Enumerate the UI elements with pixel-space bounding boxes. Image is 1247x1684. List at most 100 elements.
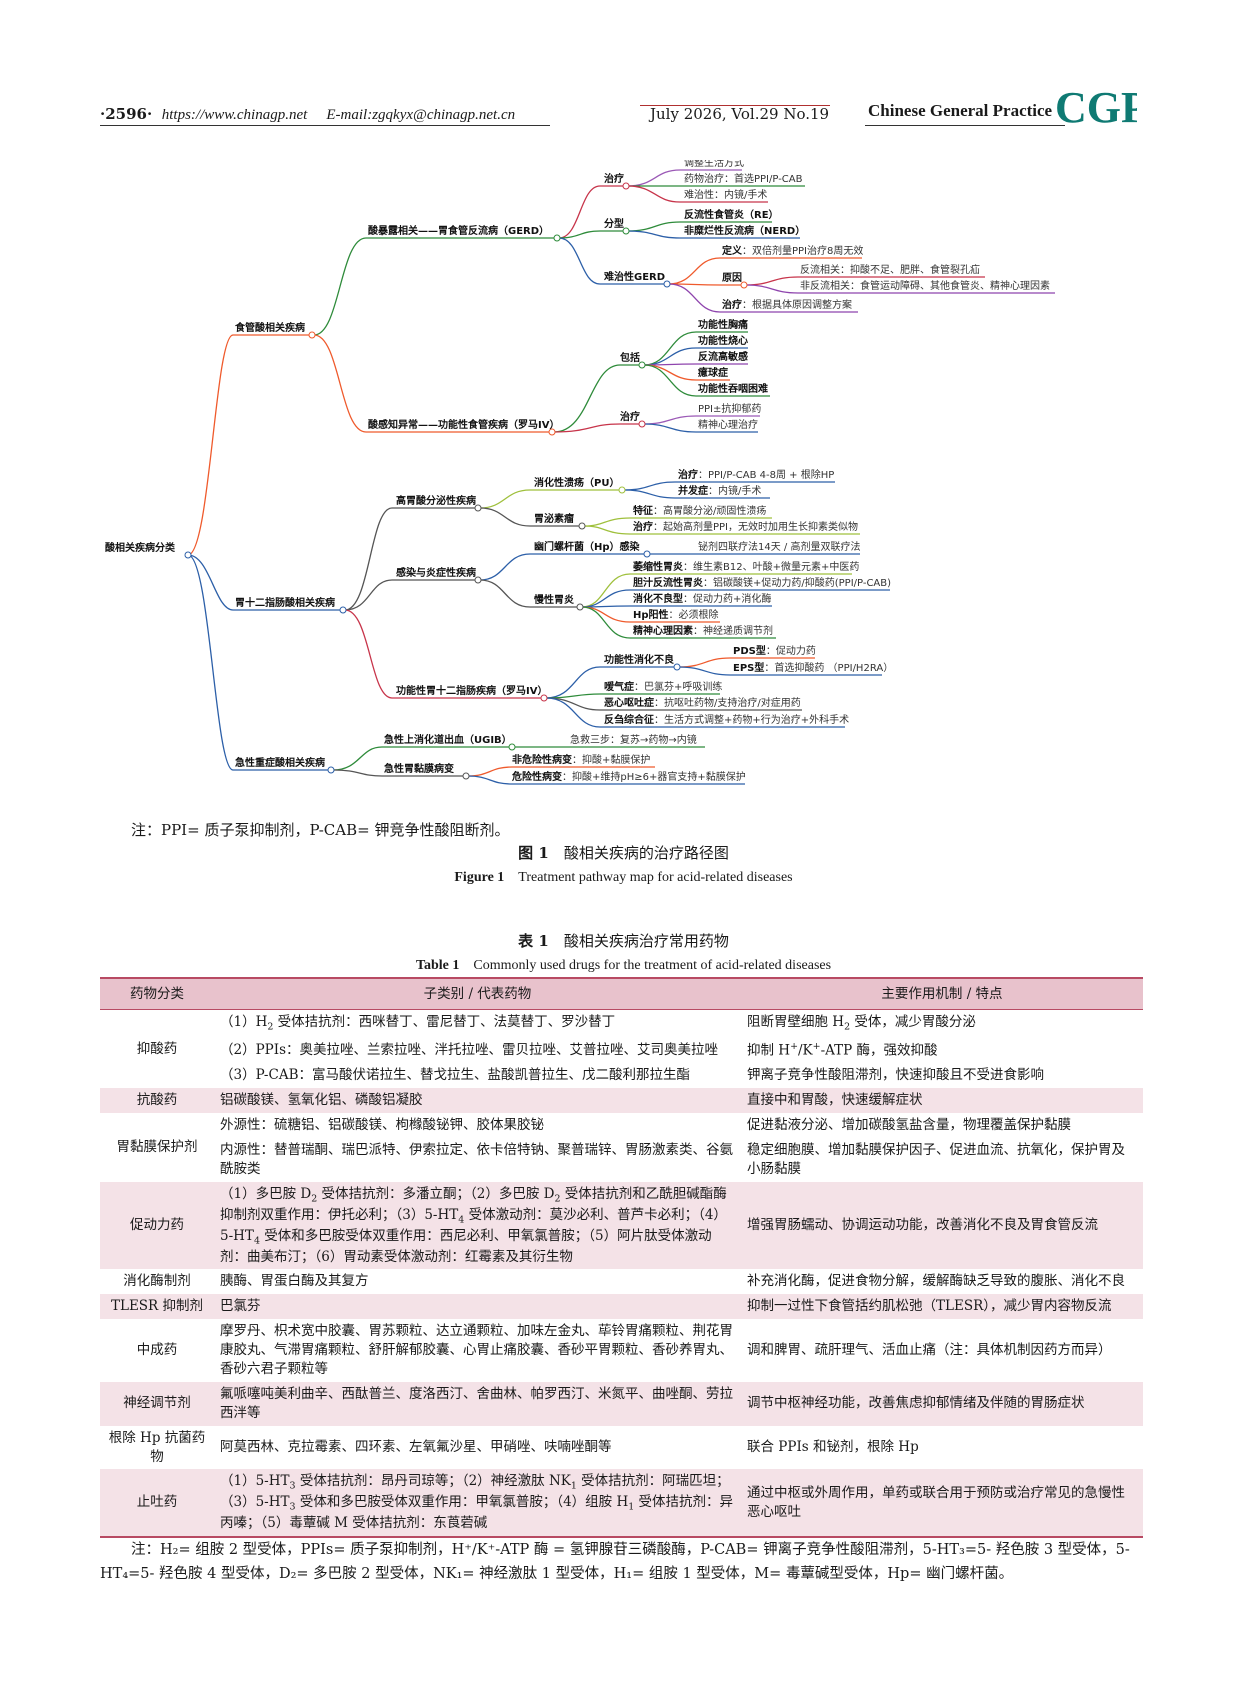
- svg-text:治疗: 治疗: [620, 410, 640, 423]
- mm-l1-gastroduodenal: 胃十二指肠酸相关疾病: [235, 596, 335, 609]
- mm-gerd-treat: 治疗: [604, 172, 624, 185]
- edge-esophageal-func: [313, 334, 367, 433]
- page-number: ·2596·: [100, 105, 153, 123]
- svg-text:消化不良型：促动力药+消化酶: 消化不良型：促动力药+消化酶: [633, 592, 771, 605]
- cell-category: 神经调节剂: [100, 1381, 214, 1426]
- treatment-pathway-map: 酸相关疾病分类 食管酸相关疾病 胃十二指肠酸相关疾病 急性重症酸相关疾病 酸暴露…: [105, 160, 1055, 785]
- svg-text:功能性消化不良: 功能性消化不良: [604, 653, 674, 666]
- table-row: 根除 Hp 抗菌药物 阿莫西林、克拉霉素、四环素、左氧氟沙星、甲硝唑、呋喃唑酮等…: [100, 1426, 1143, 1470]
- svg-text:药物治疗：首选PPI/P-CAB: 药物治疗：首选PPI/P-CAB: [684, 172, 803, 185]
- svg-text:反流性食管炎（RE）: 反流性食管炎（RE）: [684, 208, 779, 221]
- table-row: （3）P-CAB：富马酸伏诺拉生、替戈拉生、盐酸凯普拉生、戊二酸利那拉生酯 钾离…: [100, 1063, 1143, 1088]
- cell-mechanism: 联合 PPIs 和铋剂，根除 Hp: [747, 1439, 919, 1456]
- svg-text:调整生活方式: 调整生活方式: [684, 160, 744, 169]
- svg-text:萎缩性胃炎：维生素B12、叶酸+微量元素+中医药: 萎缩性胃炎：维生素B12、叶酸+微量元素+中医药: [632, 560, 859, 573]
- cell-subtype: 摩罗丹、枳术宽中胶囊、胃苏颗粒、达立通颗粒、加味左金丸、荜铃胃痛颗粒、荆花胃康胶…: [220, 1323, 733, 1377]
- svg-text:慢性胃炎: 慢性胃炎: [534, 593, 574, 606]
- mm-l1-acute: 急性重症酸相关疾病: [235, 756, 325, 769]
- website-link[interactable]: https://www.chinagp.net: [161, 107, 308, 123]
- svg-text:急救三步：复苏→药物→内镜: 急救三步：复苏→药物→内镜: [570, 733, 697, 746]
- mm-ugib: 急性上消化道出血（UGIB）: [384, 733, 512, 746]
- svg-text:非糜烂性反流病（NERD）: 非糜烂性反流病（NERD）: [684, 224, 805, 237]
- cell-mechanism: 促进黏液分泌、增加碳酸氢盐含量，物理覆盖保护黏膜: [747, 1117, 1071, 1134]
- svg-text:EPS型：首选抑酸药 （PPI/H2RA）: EPS型：首选抑酸药 （PPI/H2RA）: [733, 661, 893, 674]
- svg-text:定义：双倍剂量PPI治疗8周无效: 定义：双倍剂量PPI治疗8周无效: [722, 244, 863, 257]
- cell-subtype: （1）5-HT3 受体拮抗剂：昂丹司琼等；（2）神经激肽 NK1 受体拮抗剂：阿…: [214, 1469, 741, 1538]
- edge-root-gastroduodenal: [187, 554, 234, 611]
- svg-text:原因: 原因: [722, 272, 742, 284]
- mm-root: 酸相关疾病分类: [105, 541, 175, 554]
- cell-mechanism: 增强胃肠蠕动、协调运动功能，改善消化不良及胃食管反流: [741, 1181, 1143, 1270]
- table-row: 胃黏膜保护剂 外源性：硫糖铝、铝碳酸镁、枸橼酸铋钾、胶体果胶铋 促进黏液分泌、增…: [100, 1113, 1143, 1155]
- table-row: 内源性：替普瑞酮、瑞巴派特、伊索拉定、依卡倍特钠、聚普瑞锌、胃肠激素类、谷氨酰胺…: [100, 1138, 1143, 1182]
- figure-caption-cn: 图 1 酸相关疾病的治疗路径图: [518, 844, 729, 862]
- cell-mechanism: 调和脾胃、疏肝理气、活血止痛（注：具体机制因药方而异）: [747, 1342, 1112, 1359]
- cell-subtype: 阿莫西林、克拉霉素、四环素、左氧氟沙星、甲硝唑、呋喃唑酮等: [220, 1439, 612, 1456]
- table-row: 中成药 摩罗丹、枳术宽中胶囊、胃苏颗粒、达立通颗粒、加味左金丸、荜铃胃痛颗粒、荆…: [100, 1319, 1143, 1382]
- svg-text:非反流相关：食管运动障碍、其他食管炎、精神心理因素: 非反流相关：食管运动障碍、其他食管炎、精神心理因素: [800, 279, 1050, 292]
- drug-table: 药物分类 子类别 / 代表药物 主要作用机制 / 特点 抑酸药 （1）H2 受体…: [100, 977, 1143, 1538]
- svg-text:包括: 包括: [620, 351, 640, 364]
- cell-subtype: 胰酶、胃蛋白酶及其复方: [220, 1273, 369, 1290]
- svg-text:PPI±抗抑郁药: PPI±抗抑郁药: [698, 402, 761, 415]
- cell-mechanism: 通过中枢或外周作用，单药或联合用于预防或治疗常见的急慢性恶心呕吐: [741, 1469, 1143, 1538]
- table-note: 注：H₂= 组胺 2 型受体，PPIs= 质子泵抑制剂，H⁺/K⁺-ATP 酶 …: [100, 1542, 1130, 1582]
- cell-mechanism: 稳定细胞膜、增加黏膜保护因子、促进血流、抗氧化，保护胃及小肠黏膜: [747, 1141, 1125, 1177]
- figure-note: 注：PPI= 质子泵抑制剂，P-CAB= 钾竞争性酸阻断剂。: [131, 821, 510, 839]
- table-caption-en: Table 1 Commonly used drugs for the trea…: [415, 958, 832, 973]
- svg-text:精神心理治疗: 精神心理治疗: [698, 418, 758, 431]
- table-row: 促动力药 （1）多巴胺 D2 受体拮抗剂：多潘立酮；（2）多巴胺 D2 受体拮抗…: [100, 1181, 1143, 1270]
- cell-subtype: 巴氯芬: [214, 1294, 741, 1320]
- cell-category: 促动力药: [100, 1181, 214, 1270]
- cell-subtype: 内源性：替普瑞酮、瑞巴派特、伊索拉定、依卡倍特钠、聚普瑞锌、胃肠激素类、谷氨酰胺…: [220, 1141, 733, 1177]
- svg-text:功能性胸痛: 功能性胸痛: [698, 318, 748, 331]
- svg-text:嗳气症：巴氯芬+呼吸训练: 嗳气症：巴氯芬+呼吸训练: [604, 680, 722, 693]
- col-header-category: 药物分类: [100, 978, 214, 1010]
- svg-text:并发症：内镜/手术: 并发症：内镜/手术: [678, 484, 761, 497]
- table-row: 抗酸药 铝碳酸镁、氢氧化铝、磷酸铝凝胶 直接中和胃酸，快速缓解症状: [100, 1088, 1143, 1114]
- page-header-left: ·2596· https://www.chinagp.net E-mail:zg…: [100, 105, 515, 124]
- table-row: 抑酸药 （1）H2 受体拮抗剂：西咪替丁、雷尼替丁、法莫替丁、罗沙替丁 阻断胃壁…: [100, 1010, 1143, 1057]
- edge-root-acute: [187, 554, 234, 771]
- cell-mechanism: 阻断胃壁细胞 H2 受体，减少胃酸分泌: [747, 1014, 976, 1033]
- mm-l1-esophageal: 食管酸相关疾病: [234, 321, 305, 334]
- cell-category: 抗酸药: [100, 1088, 214, 1114]
- col-header-subtype: 子类别 / 代表药物: [214, 978, 741, 1010]
- edge-esophageal-gerd: [313, 237, 367, 336]
- mm-infect: 感染与炎症性疾病: [396, 566, 476, 579]
- svg-text:铋剂四联疗法14天 / 高剂量双联疗法: 铋剂四联疗法14天 / 高剂量双联疗法: [698, 540, 860, 553]
- cell-subtype: 外源性：硫糖铝、铝碳酸镁、枸橼酸铋钾、胶体果胶铋: [220, 1117, 544, 1134]
- cell-subtype: （2）PPIs：奥美拉唑、兰索拉唑、泮托拉唑、雷贝拉唑、艾普拉唑、艾司奥美拉唑: [220, 1041, 719, 1058]
- header-accent-rule: [640, 105, 830, 106]
- header-rule: [100, 125, 550, 126]
- figure-caption-en: Figure 1 Treatment pathway map for acid-…: [454, 870, 793, 885]
- email-link[interactable]: E-mail:zgqkyx@chinagp.net.cn: [326, 107, 516, 123]
- journal-name: Chinese General Practice: [868, 101, 1053, 120]
- svg-text:反流高敏感: 反流高敏感: [698, 350, 748, 363]
- col-header-mechanism: 主要作用机制 / 特点: [741, 978, 1143, 1010]
- cell-subtype: （1）多巴胺 D2 受体拮抗剂：多潘立酮；（2）多巴胺 D2 受体拮抗剂和乙酰胆…: [214, 1181, 741, 1270]
- issue-info: July 2026, Vol.29 No.19: [650, 105, 830, 123]
- svg-text:消化性溃疡（PU）: 消化性溃疡（PU）: [534, 476, 619, 489]
- cell-category: 胃黏膜保护剂: [116, 1138, 198, 1155]
- cell-mechanism: 抑制 H+/K+-ATP 酶，强效抑酸: [747, 1040, 938, 1059]
- svg-text:反流相关：抑酸不足、肥胖、食管裂孔疝: 反流相关：抑酸不足、肥胖、食管裂孔疝: [800, 263, 980, 276]
- cell-category: 抑酸药: [136, 1040, 178, 1057]
- mm-hyper: 高胃酸分泌性疾病: [396, 494, 476, 507]
- journal-logo: CGP: [1055, 84, 1137, 130]
- cell-subtype: （1）H2 受体拮抗剂：西咪替丁、雷尼替丁、法莫替丁、罗沙替丁: [220, 1014, 616, 1033]
- table-row: 消化酶制剂 胰酶、胃蛋白酶及其复方 补充消化酶，促进食物分解，缓解酶缺乏导致的腹…: [100, 1269, 1143, 1294]
- logo-text: CGP: [1055, 84, 1137, 130]
- table-row: （2）PPIs：奥美拉唑、兰索拉唑、泮托拉唑、雷贝拉唑、艾普拉唑、艾司奥美拉唑 …: [100, 1037, 1143, 1063]
- svg-text:功能性吞咽困难: 功能性吞咽困难: [698, 382, 768, 395]
- svg-text:治疗：PPI/P-CAB 4-8周 + 根除HP: 治疗：PPI/P-CAB 4-8周 + 根除HP: [678, 468, 834, 481]
- cell-mechanism: 调节中枢神经功能，改善焦虑抑郁情绪及伴随的胃肠症状: [741, 1381, 1143, 1426]
- svg-text:胆汁反流性胃炎：铝碳酸镁+促动力药/抑酸药(PPI/P-CA: 胆汁反流性胃炎：铝碳酸镁+促动力药/抑酸药(PPI/P-CAB): [633, 576, 891, 589]
- svg-text:反刍综合征：生活方式调整+药物+行为治疗+外科手术: 反刍综合征：生活方式调整+药物+行为治疗+外科手术: [604, 713, 849, 726]
- cell-category: 消化酶制剂: [123, 1273, 191, 1290]
- table-header-row: 药物分类 子类别 / 代表药物 主要作用机制 / 特点: [100, 978, 1143, 1010]
- mm-gerd-refractory: 难治性GERD: [603, 270, 665, 283]
- mm-gerd: 酸暴露相关——胃食管反流病（GERD）: [368, 224, 549, 237]
- table-row: 神经调节剂 氟哌噻吨美利曲辛、西酞普兰、度洛西汀、舍曲林、帕罗西汀、米氮平、曲唑…: [100, 1381, 1143, 1426]
- svg-text:幽门螺杆菌（Hp）感染: 幽门螺杆菌（Hp）感染: [534, 540, 641, 553]
